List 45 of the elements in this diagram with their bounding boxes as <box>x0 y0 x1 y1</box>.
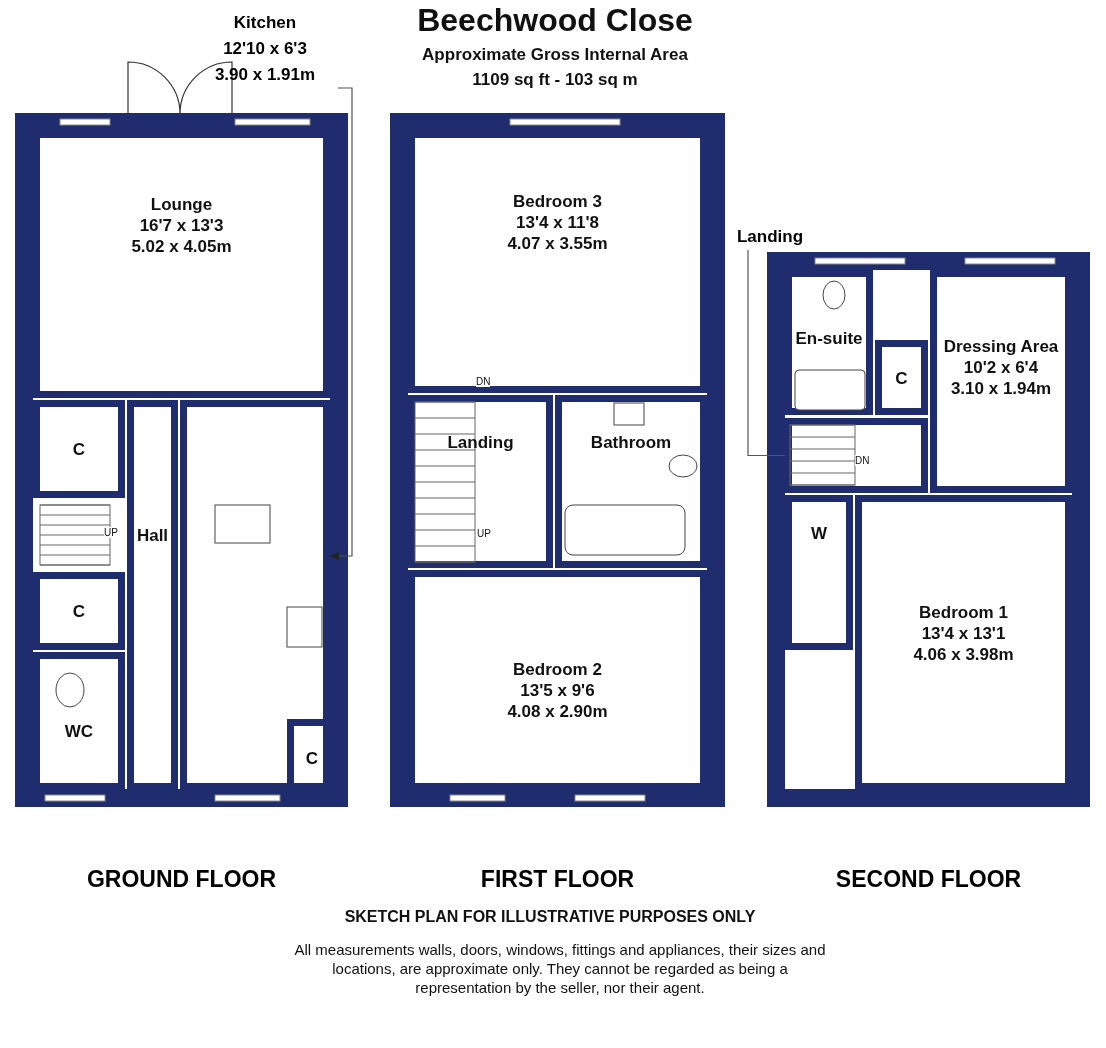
room-label: W <box>809 522 828 543</box>
room-label: Hall <box>135 524 170 546</box>
room-outline <box>408 395 553 568</box>
floor-heading: GROUND FLOOR <box>85 866 278 893</box>
room-outline <box>408 131 707 393</box>
room-outline <box>127 400 178 790</box>
room-outline <box>33 652 125 790</box>
stair-direction: DN <box>476 376 491 387</box>
stair-direction: UP <box>477 528 491 539</box>
disclaimer-heading: SKETCH PLAN FOR ILLUSTRATIVE PURPOSES ONLY <box>343 908 757 926</box>
room-outline <box>33 400 125 498</box>
room-outline <box>875 340 928 415</box>
room-label: C <box>71 600 87 622</box>
room-outline <box>855 495 1072 790</box>
room-label: C <box>71 438 87 460</box>
leader-line <box>747 249 786 457</box>
room-label: WC <box>63 720 95 742</box>
stair-direction: DN <box>855 455 870 466</box>
room-outline <box>408 570 707 790</box>
room-label: Lounge 16'7 x 13'3 5.02 x 4.05m <box>130 193 233 256</box>
title: Beechwood Close <box>416 2 694 39</box>
room-label: Bedroom 2 13'5 x 9'6 4.08 x 2.90m <box>506 658 609 722</box>
room-label: Dressing Area 10'2 x 6'4 3.10 x 1.94m <box>942 335 1060 398</box>
room-label: En-suite <box>794 327 864 348</box>
area-value: 1109 sq ft - 103 sq m <box>471 70 639 90</box>
room-label: Kitchen 12'10 x 6'3 3.90 x 1.91m <box>192 10 338 92</box>
room-outline <box>785 495 853 650</box>
room-area <box>785 418 928 493</box>
disclaimer-text: All measurements walls, doors, windows, fittings and appliances, their sizes and locations, are approximate only. They cannot be regarded as being a representation by the seller, nor their agent. <box>293 940 827 997</box>
room-label: Bathroom <box>589 431 673 452</box>
room-label: C <box>304 747 320 769</box>
stair-direction: UP <box>104 527 118 538</box>
leader-line <box>329 87 353 560</box>
room-label: Bedroom 3 13'4 x 11'8 4.07 x 3.55m <box>506 190 609 254</box>
room-outline <box>33 131 330 398</box>
room-outline <box>555 395 707 568</box>
room-label: Bedroom 1 13'4 x 13'1 4.06 x 3.98m <box>912 601 1015 664</box>
room-label: Landing <box>446 431 515 452</box>
floor-heading: FIRST FLOOR <box>479 866 636 893</box>
area-heading: Approximate Gross Internal Area <box>421 45 689 65</box>
room-label: C <box>894 367 909 388</box>
floor-heading: SECOND FLOOR <box>834 866 1023 893</box>
room-label: Landing <box>728 224 812 250</box>
room-outline <box>930 270 1072 493</box>
room-outline <box>33 572 125 650</box>
